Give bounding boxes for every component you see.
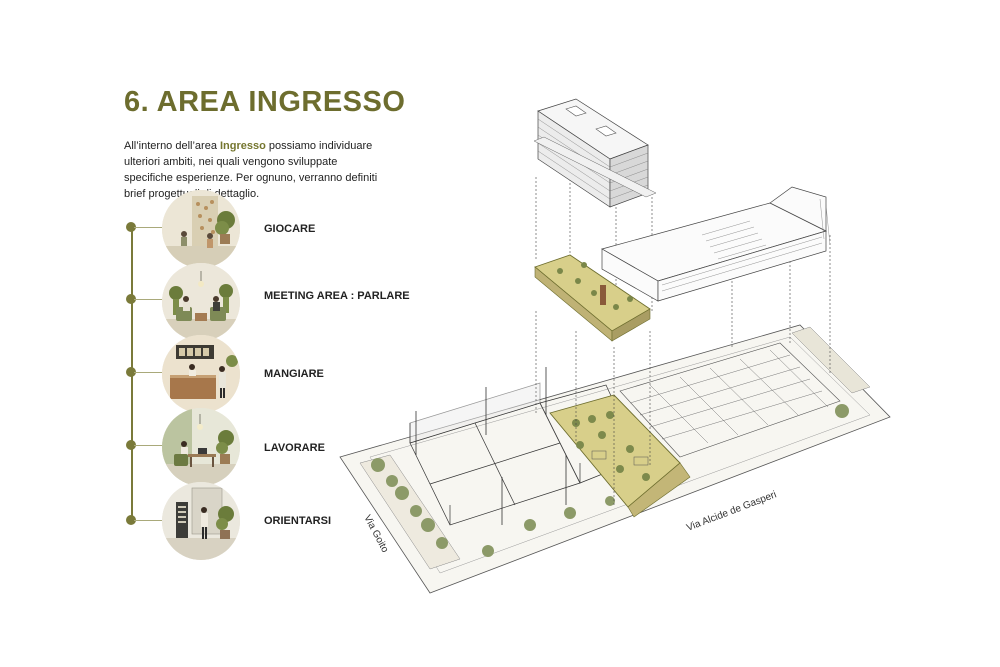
timeline-dot	[126, 440, 136, 450]
activity-image-mangiare	[162, 335, 240, 413]
entrance-area-floor-side	[611, 308, 651, 342]
entrance-furniture-outline	[591, 450, 649, 466]
right-building-detail	[661, 198, 831, 292]
activity-image-lavorare	[162, 408, 240, 486]
children-playing-illustration	[162, 190, 240, 268]
activity-label-orientarsi: ORIENTARSI	[264, 515, 332, 527]
floor-furniture	[557, 262, 633, 310]
timeline-connector	[134, 227, 164, 228]
activity-label-mangiare: MANGIARE	[264, 368, 324, 380]
meeting-illustration	[162, 263, 240, 341]
entrance-area-ground-edge	[627, 462, 691, 518]
timeline-dot	[126, 222, 136, 232]
timeline-dot	[126, 367, 136, 377]
activity-image-giocare	[162, 190, 240, 268]
tree-row	[371, 458, 448, 549]
sidewalk-green	[359, 454, 461, 570]
intro-text-start: All’interno dell’area	[124, 140, 220, 152]
floor-wall	[600, 285, 606, 305]
street-label-via-de-gasperi: Via Alcide de Gasperi	[685, 489, 778, 533]
activity-label-lavorare: LAVORARE	[264, 442, 325, 454]
seating-area	[619, 342, 841, 458]
timeline-connector	[134, 520, 164, 521]
top-tower	[537, 98, 649, 208]
activity-label-giocare: GIOCARE	[264, 223, 316, 235]
activity-image-orientarsi	[162, 482, 240, 560]
padel-courts	[409, 382, 641, 526]
tower-base-plate	[533, 136, 657, 198]
tower-roof-openings	[565, 105, 617, 137]
timeline-dot	[126, 294, 136, 304]
strip-green-right	[791, 326, 871, 394]
working-desk-illustration	[162, 408, 240, 486]
timeline-connector	[134, 445, 164, 446]
tree-row	[482, 404, 849, 557]
right-building	[601, 186, 827, 302]
axonometric-exploded-diagram: Via Goito Via Alcide de Gasperi	[339, 98, 891, 594]
light-poles	[415, 367, 567, 525]
timeline-dot	[126, 515, 136, 525]
seating-grid	[629, 349, 829, 444]
activity-label-meeting: MEETING AREA : PARLARE	[264, 290, 410, 302]
timeline-connector	[134, 299, 164, 300]
page-title: 6. AREA INGRESSO	[124, 86, 406, 118]
intro-text-end: possiamo individuare ulteriori ambiti, n…	[124, 140, 378, 200]
timeline-connector	[134, 372, 164, 373]
activity-image-meeting	[162, 263, 240, 341]
cafe-counter-illustration	[162, 335, 240, 413]
intro-paragraph: All’interno dell’area Ingresso possiamo …	[124, 138, 384, 202]
info-totem-illustration	[162, 482, 240, 560]
intro-highlight: Ingresso	[220, 140, 266, 152]
